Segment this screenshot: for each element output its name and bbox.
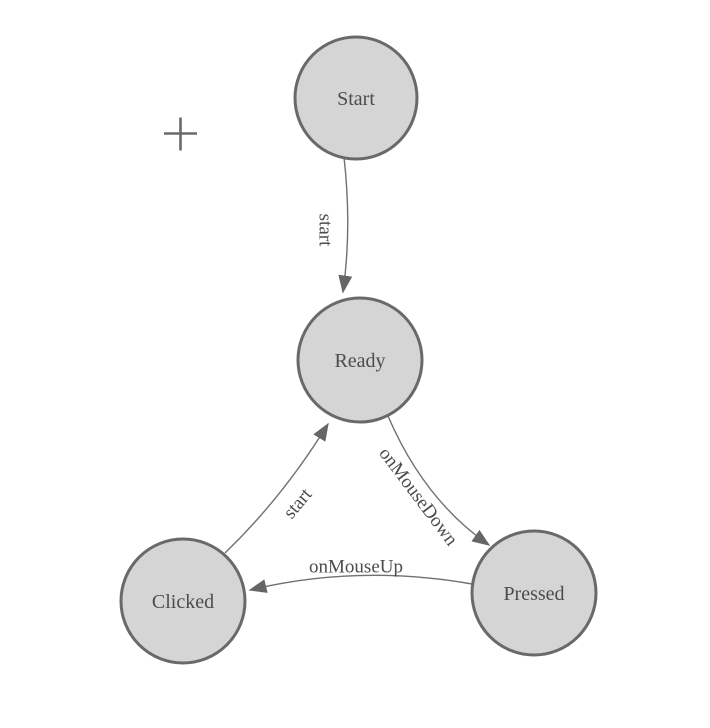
plus-crosshair-icon <box>164 117 197 151</box>
transition-start-to-ready[interactable] <box>338 156 353 294</box>
state-node-pressed[interactable]: Pressed <box>470 529 598 657</box>
state-node-pressed-circle[interactable] <box>470 529 598 657</box>
state-node-ready-label: Ready <box>334 350 385 372</box>
state-node-clicked[interactable]: Clicked <box>119 537 247 665</box>
state-node-clicked-label: Clicked <box>152 591 214 613</box>
transition-clicked-to-ready[interactable] <box>224 422 329 554</box>
state-node-start[interactable]: Start <box>293 35 419 161</box>
transition-label-pressed-to-clicked: onMouseUp <box>309 557 403 578</box>
state-node-ready[interactable]: Ready <box>296 296 424 424</box>
transitions <box>224 156 491 593</box>
transition-label-start-to-ready: start <box>314 214 335 247</box>
state-node-pressed-label: Pressed <box>503 583 564 605</box>
transition-pressed-to-clicked[interactable] <box>248 574 473 593</box>
transition-ready-to-pressed[interactable] <box>387 415 491 546</box>
state-node-ready-circle[interactable] <box>296 296 424 424</box>
state-node-start-circle[interactable] <box>293 35 419 161</box>
state-nodes: Start Ready Clicked Pressed <box>119 35 598 665</box>
state-node-start-label: Start <box>337 88 375 110</box>
state-node-clicked-circle[interactable] <box>119 537 247 665</box>
